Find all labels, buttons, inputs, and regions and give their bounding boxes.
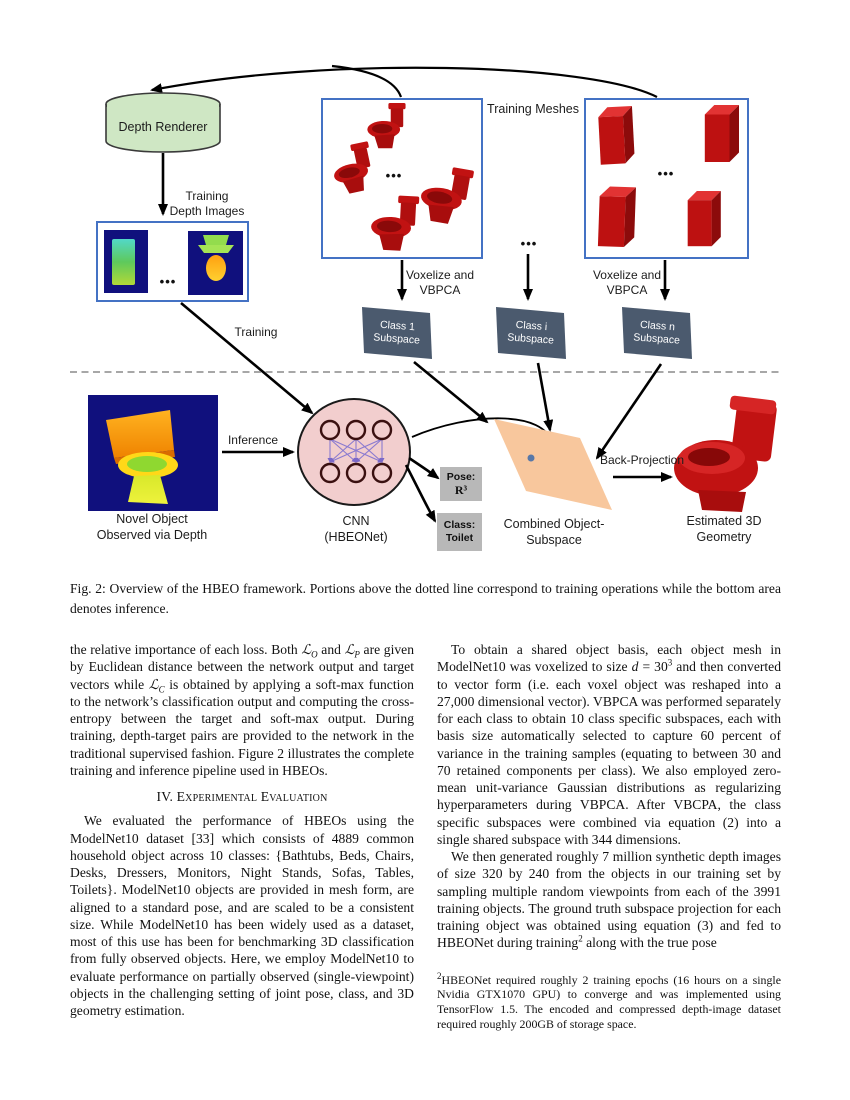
dresser-mesh-icon: [687, 191, 721, 247]
cnn-nodes: [319, 419, 393, 484]
label-training-depth-images: Training Depth Images: [169, 189, 245, 218]
left-column: the relative importance of each loss. Bo…: [70, 641, 414, 1019]
toilet-meshes-box: [321, 98, 483, 259]
ellipsis-dots: •••: [657, 166, 675, 181]
label-class-1-subspace: Class 1 Subspace: [372, 318, 421, 347]
label-cnn: CNN (HBEONet): [324, 514, 388, 544]
paragraph-synthetic-depth: We then generated roughly 7 million synt…: [437, 849, 781, 951]
arrow-cnn-to-pose: [408, 456, 440, 480]
paragraph-modelnet: We evaluated the performance of HBEOs us…: [70, 813, 414, 1018]
estimated-3d-toilet: [674, 395, 777, 512]
arrow-branch-toilets-to-renderer: [331, 64, 403, 98]
pose-output-box: Pose: R³: [440, 467, 482, 501]
class-value: Toilet: [445, 532, 474, 544]
label-class-n-subspace: Class n Subspace: [632, 318, 681, 347]
label-class-i-subspace: Class i Subspace: [506, 318, 555, 347]
cnn-circle: [297, 398, 411, 506]
figure-diagram: [70, 64, 780, 523]
label-novel-object: Novel Object Observed via Depth: [96, 512, 208, 542]
label-combined-subspace: Combined Object- Subspace: [503, 517, 605, 547]
label-depth-renderer: Depth Renderer: [118, 120, 208, 134]
figure-hbeo-overview: Depth Renderer Training Depth Images Tra…: [70, 64, 780, 551]
label-inference: Inference: [227, 433, 279, 447]
arrow-classn-to-combined: [595, 363, 663, 460]
ellipsis-dots: •••: [159, 274, 177, 289]
ellipsis-dots: •••: [520, 236, 538, 251]
label-voxelize-vbpca-right: Voxelize and VBPCA: [592, 268, 662, 297]
pose-value: R³: [454, 483, 468, 497]
paragraph-losses: the relative importance of each loss. Bo…: [70, 642, 414, 778]
dresser-mesh-icon: [597, 186, 636, 248]
figure-caption: Fig. 2: Overview of the HBEO framework. …: [70, 581, 781, 617]
label-estimated-3d: Estimated 3D Geometry: [686, 514, 762, 544]
depth-toilet-glyph: [198, 235, 234, 281]
depth-renderer-cylinder: [105, 92, 221, 153]
subspace-projection-point: [527, 454, 535, 462]
training-depth-images-box: [96, 221, 249, 302]
novel-object-depth-image: [88, 395, 218, 511]
dresser-mesh-icon: [704, 105, 739, 162]
label-training-meshes: Training Meshes: [487, 102, 579, 116]
class-i-subspace-shape: [496, 307, 566, 359]
arrow-classi-to-combined: [536, 362, 554, 432]
arrow-cnn-to-class: [404, 464, 437, 523]
arrow-class1-to-combined: [413, 360, 489, 424]
class-n-subspace-shape: [622, 307, 692, 359]
label-voxelize-vbpca-left: Voxelize and VBPCA: [405, 268, 475, 297]
paragraph-shared-basis: To obtain a shared object basis, each ob…: [437, 642, 781, 847]
footnote: 2HBEONet required roughly 2 training epo…: [437, 970, 781, 1032]
pose-label: Pose:: [446, 471, 476, 483]
class-output-box: Class: Toilet: [437, 513, 482, 551]
dresser-mesh-icon: [597, 106, 635, 165]
novel-depth-toilet-glyph: [106, 410, 178, 504]
right-column: To obtain a shared object basis, each ob…: [437, 641, 781, 1032]
class-label: Class:: [443, 519, 476, 531]
class-1-subspace-shape: [362, 307, 432, 359]
label-back-projection: Back-Projection: [599, 453, 685, 467]
cnn-connections: [327, 438, 385, 463]
ellipsis-dots: •••: [385, 168, 403, 183]
combined-subspace-shape: [494, 419, 612, 510]
dresser-meshes-box: [584, 98, 749, 259]
section-heading: IV. Experimental Evaluation: [156, 789, 328, 804]
arrow-meshes-to-renderer: [150, 66, 658, 98]
arrow-training-to-cnn: [180, 302, 314, 415]
label-training: Training: [234, 325, 278, 339]
